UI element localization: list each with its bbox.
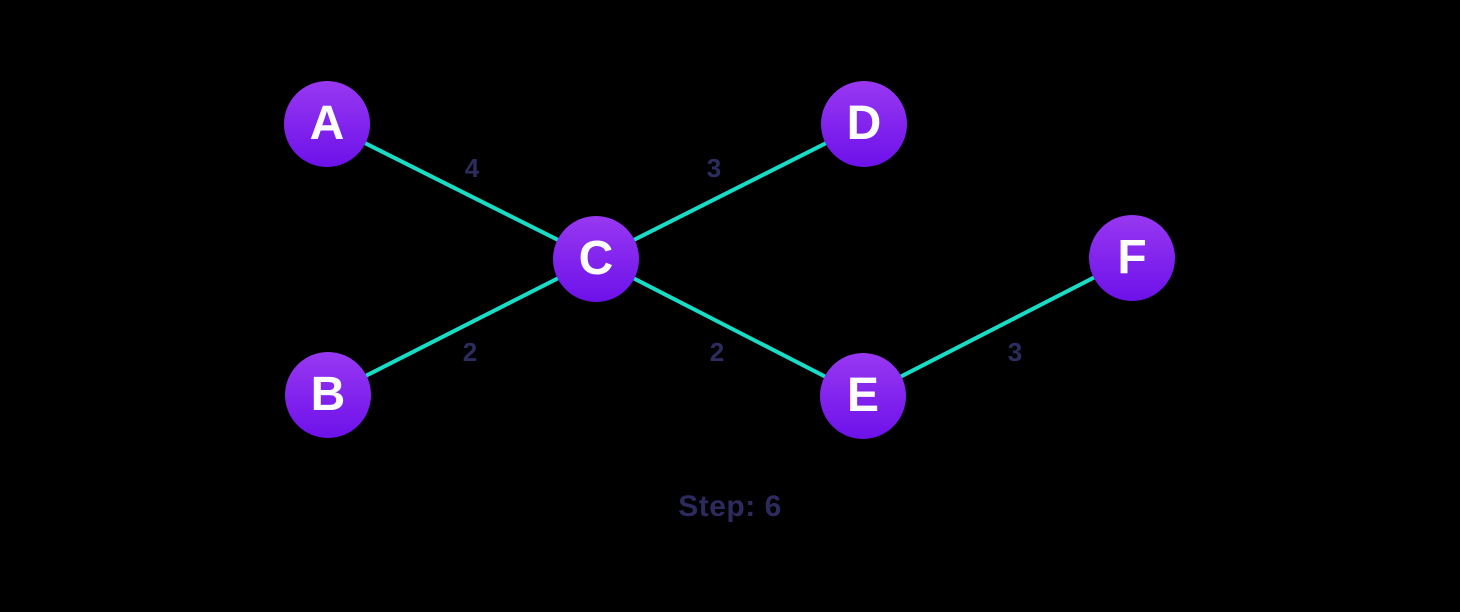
edge-weight-a-c: 4 [464,153,480,183]
edge-weight-e-f: 3 [1007,337,1023,367]
edge-weight-c-d: 3 [706,153,722,183]
node-b: B [285,352,371,438]
edge-c-d [595,122,865,261]
edge-weight-b-c: 2 [462,337,478,367]
node-d: D [821,81,907,167]
node-c: C [553,216,639,302]
node-e: E [820,353,906,439]
node-a: A [284,81,370,167]
edge-e-f [862,256,1133,398]
step-label: Step: 6 [678,490,782,523]
edge-c-e [595,257,864,398]
edge-weight-c-e: 2 [709,337,725,367]
edge-b-c [327,257,597,397]
node-f: F [1089,215,1175,301]
edge-a-c [326,122,597,261]
